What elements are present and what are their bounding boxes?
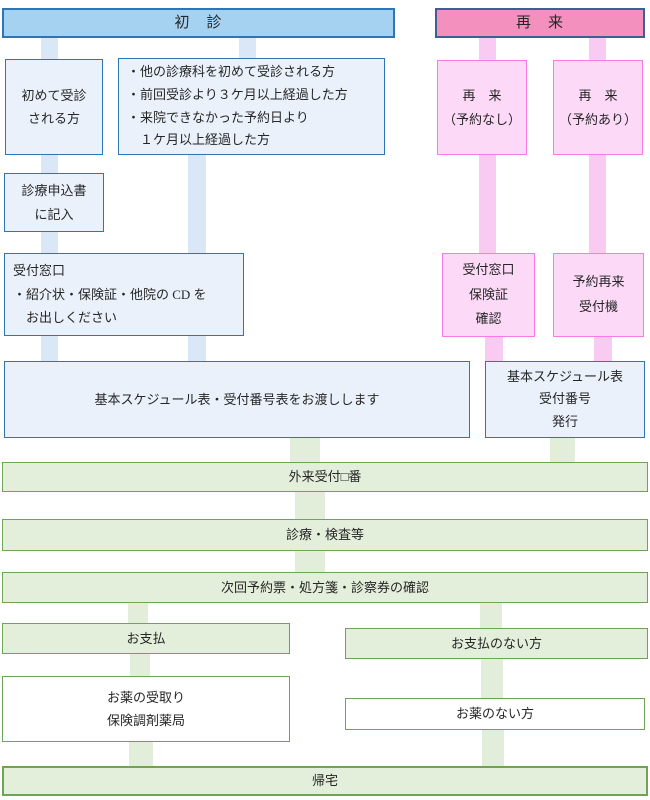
connector-payment-to-medicine [130, 653, 150, 676]
connector-noappt-to-insurance [479, 155, 496, 254]
box-next-appointment-check: 次回予約票・処方箋・診察券の確認 [2, 572, 648, 603]
connector-criteria-to-reception [188, 155, 206, 254]
box-reception-window: 受付窓口 ・紹介状・保険証・他院の CD を お出しください [4, 253, 244, 336]
connector-revisit-right [589, 38, 606, 61]
box-insurance-check: 受付窓口 保険証 確認 [442, 253, 535, 337]
connector-nopayment-to-nomedicine [481, 659, 503, 699]
connector-insurance-to-issue [485, 337, 503, 363]
connector-check-to-nopayment [480, 603, 502, 628]
box-medicine-pickup: お薬の受取り 保険調剤薬局 [2, 676, 290, 742]
header-first-visit: 初 診 [2, 8, 395, 38]
box-application-form: 診療申込書 に記入 [4, 173, 104, 232]
connector-first-time-to-form [41, 154, 58, 174]
box-go-home: 帰宅 [2, 766, 648, 796]
box-no-payment: お支払のない方 [345, 628, 648, 659]
box-payment: お支払 [2, 623, 290, 654]
connector-treatment-to-check [295, 551, 325, 573]
connector-medicine-to-home [129, 742, 153, 766]
connector-outpatient-to-treatment [295, 492, 325, 519]
box-schedule-handout: 基本スケジュール表・受付番号表をお渡しします [4, 361, 470, 438]
connector-appt-to-machine [589, 155, 606, 254]
connector-first-visit-right [239, 38, 256, 60]
connector-issue-to-outpatient [550, 438, 575, 463]
connector-revisit-left [479, 38, 496, 61]
connector-reception-to-handout-right [188, 336, 206, 363]
box-appointment-machine: 予約再来 受付機 [553, 253, 644, 337]
box-no-medicine: お薬のない方 [345, 698, 645, 730]
connector-nomedicine-to-home [482, 730, 504, 766]
box-first-time-patient: 初めて受診 される方 [5, 59, 103, 155]
box-revisit-with-appointment: 再 来 （予約あり） [553, 60, 643, 155]
connector-reception-to-handout-left [41, 336, 58, 363]
connector-first-visit-left [41, 38, 58, 60]
header-revisit: 再 来 [435, 8, 645, 38]
box-treatment-exams: 診療・検査等 [2, 519, 648, 551]
connector-form-to-reception [41, 232, 58, 254]
connector-machine-to-issue [594, 337, 612, 363]
box-revisit-no-appointment: 再 来 （予約なし） [437, 60, 527, 155]
box-outpatient-reception-number: 外来受付□番 [2, 462, 648, 492]
box-first-visit-criteria: ・他の診療科を初めて受診される方 ・前回受診より３ケ月以上経過した方 ・来院でき… [118, 58, 385, 155]
connector-check-to-payment [128, 603, 148, 623]
box-schedule-number-issue: 基本スケジュール表 受付番号 発行 [485, 361, 645, 438]
connector-handout-to-outpatient [290, 438, 320, 463]
